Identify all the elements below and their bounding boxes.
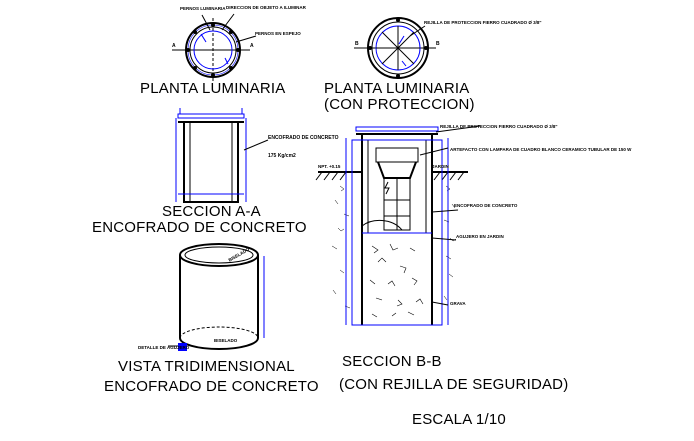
planta-luminaria-view: A A PERNOS LUMINARIA DIRECCION DE OBJETO… <box>140 5 307 97</box>
label-pernos-luminaria: PERNOS LUMINARIA <box>180 6 226 11</box>
scale-label: ESCALA 1/10 <box>412 411 506 428</box>
label-rejilla-b: REJILLA DE PROTECCION FIERRO CUADRADO Ø … <box>440 124 557 129</box>
label-jardin: JARDIN <box>432 164 449 169</box>
label-npt: NPT. +0.15 <box>318 164 341 169</box>
title-planta-luminaria: PLANTA LUMINARIA <box>140 80 285 97</box>
seccion-b-view: REJILLA DE PROTECCION FIERRO CUADRADO Ø … <box>315 124 632 393</box>
title-vista-3d-2: ENCOFRADO DE CONCRETO <box>104 378 319 395</box>
title-seccion-b-2: (CON REJILLA DE SEGURIDAD) <box>339 376 568 393</box>
label-encofrado-b: ENCOFRADO DE CONCRETO <box>454 203 518 208</box>
title-vista-3d-1: VISTA TRIDIMENSIONAL <box>118 358 295 375</box>
label-detalle-agujero: DETALLE DE AGUJERO <box>138 345 190 350</box>
label-pernos-espejo: PERNOS EN ESPEJO <box>255 31 301 36</box>
planta-proteccion-view: B B REJILLA DE PROTECCION FIERRO CUADRAD… <box>324 17 541 113</box>
seccion-a-view: ENCOFRADO DE CONCRETO 175 Kg/cm2 SECCION… <box>92 108 339 236</box>
title-seccion-b-1: SECCION B-B <box>342 353 442 370</box>
cut-mark-b-left: B <box>355 41 359 47</box>
title-seccion-a-1: SECCION A-A <box>162 203 261 220</box>
cut-mark-a-left: A <box>172 43 176 49</box>
title-planta-proteccion-2: (CON PROTECCION) <box>324 96 475 113</box>
label-grava: GRAVA <box>450 301 466 306</box>
label-agujero-jardin: AGUJERO EN JARDIN <box>456 234 504 239</box>
title-planta-proteccion-1: PLANTA LUMINARIA <box>324 80 469 97</box>
label-direccion-objeto: DIRECCION DE OBJETO A ILUMINAR <box>226 5 307 10</box>
label-biselado-bottom: BISELADO <box>214 338 238 343</box>
title-seccion-a-2: ENCOFRADO DE CONCRETO <box>92 219 307 236</box>
label-encofrado-a: ENCOFRADO DE CONCRETO <box>268 135 339 141</box>
vista-3d-view: BISELADO BISELADO DETALLE DE AGUJERO VIS… <box>104 243 319 395</box>
cut-mark-b-right: B <box>436 41 440 47</box>
cut-mark-a-right: A <box>250 43 254 49</box>
label-resistencia-a: 175 Kg/cm2 <box>268 153 296 159</box>
label-artefacto-lampara: ARTEFACTO CON LAMPARA DE CUADRO BLANCO C… <box>450 147 632 152</box>
label-rejilla-proteccion: REJILLA DE PROTECCION FIERRO CUADRADO Ø … <box>424 20 541 25</box>
